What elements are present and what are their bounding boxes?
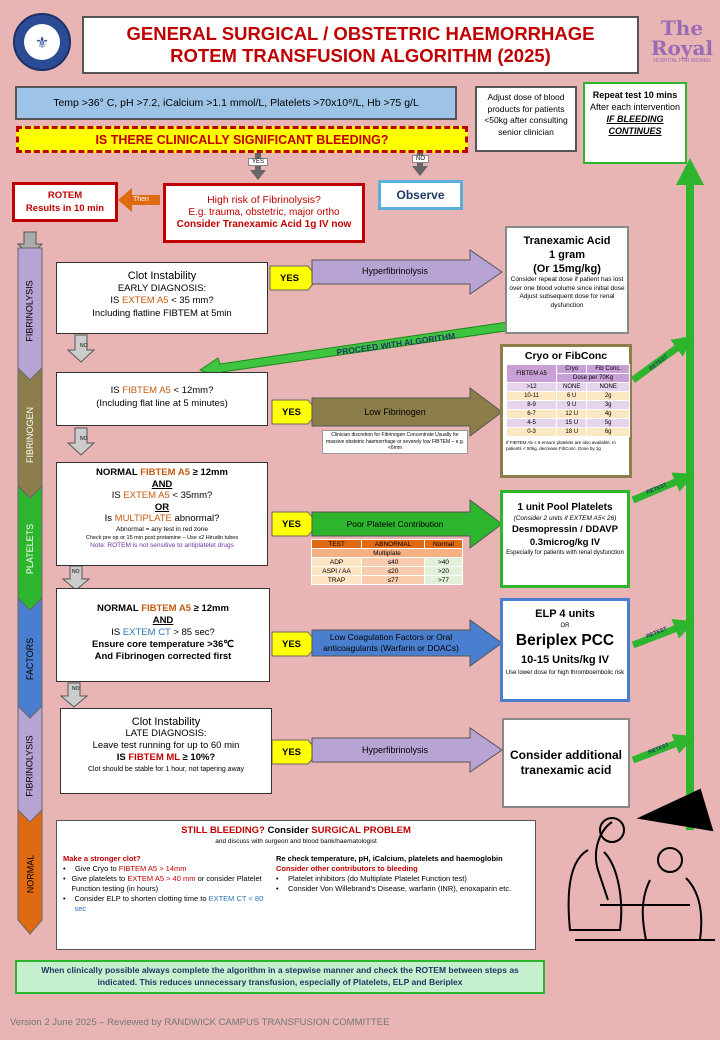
step1-box: Clot Instability EARLY DIAGNOSIS: IS EXT… bbox=[56, 262, 268, 334]
targets-text: Temp >36° C, pH >7.2, iCalcium >1.1 mmol… bbox=[53, 97, 419, 109]
dx-low-factors: Low Coagulation Factors or Oral anticoag… bbox=[323, 632, 459, 653]
retest-main-arrow bbox=[676, 158, 704, 830]
additional-txa-box: Consider additional tranexamic acid bbox=[502, 718, 630, 808]
retest-arrow-3 bbox=[631, 618, 695, 649]
yes-1: YES bbox=[280, 273, 300, 284]
dx-poor-platelet: Poor Platelet Contribution bbox=[346, 519, 444, 529]
step3-box: NORMAL FIBTEM A5 ≥ 12mm AND IS EXTEM A5 … bbox=[56, 462, 268, 566]
yes-label-top: YES bbox=[248, 158, 269, 166]
proceed-arrow bbox=[198, 321, 513, 381]
side-label-2: FIBRINOGEN bbox=[25, 406, 36, 463]
yes-4: YES bbox=[282, 639, 302, 650]
no-3: NO bbox=[72, 569, 80, 575]
yes-3: YES bbox=[282, 519, 302, 530]
dx-arrow-3 bbox=[311, 499, 503, 549]
tranexamic-box: Tranexamic Acid 1 gram (Or 15mg/kg) Cons… bbox=[505, 226, 629, 334]
retest-arrow-1 bbox=[630, 335, 694, 383]
retest-arrow-4 bbox=[631, 733, 695, 764]
royal-logo: The Royal HOSPITAL FOR WOMEN bbox=[650, 16, 714, 64]
hospital-seal-logo: ⚜ bbox=[13, 13, 71, 71]
footer-note: When clinically possible always complete… bbox=[15, 960, 545, 994]
yes-2: YES bbox=[282, 407, 302, 418]
dx-low-fibrinogen: Low Fibrinogen bbox=[364, 407, 426, 417]
title-box: GENERAL SURGICAL / OBSTETRIC HAEMORRHAGE… bbox=[82, 16, 639, 74]
side-normal bbox=[17, 808, 43, 935]
repeat-test-box: Repeat test 10 mins After each intervent… bbox=[583, 82, 687, 164]
adjust-dose-box: Adjust dose of blood products for patien… bbox=[475, 86, 577, 152]
step4-box: NORMAL FIBTEM A5 ≥ 12mm AND IS EXTEM CT … bbox=[56, 588, 270, 682]
then-label: Then bbox=[133, 196, 149, 203]
rotem-box: ROTEM Results in 10 min bbox=[12, 182, 118, 222]
elp-box: ELP 4 units OR Beriplex PCC 10-15 Units/… bbox=[500, 598, 630, 702]
dx-hyperfibrinolysis-2: Hyperfibrinolysis bbox=[361, 745, 429, 755]
no-2: NO bbox=[80, 436, 88, 442]
side-label-5: FIBRINOLYSIS bbox=[25, 735, 36, 797]
targets-box: Temp >36° C, pH >7.2, iCalcium >1.1 mmol… bbox=[15, 86, 457, 120]
dx-arrow-1 bbox=[311, 249, 503, 295]
svg-text:⚜: ⚜ bbox=[35, 33, 49, 52]
dx-hyperfibrinolysis: Hyperfibrinolysis bbox=[361, 266, 429, 276]
step5-box: Clot Instability LATE DIAGNOSIS: Leave t… bbox=[60, 708, 272, 794]
title-line1: GENERAL SURGICAL / OBSTETRIC HAEMORRHAGE bbox=[126, 23, 595, 44]
observe-box: Observe bbox=[378, 180, 463, 210]
side-label-4: FACTORS bbox=[25, 637, 35, 681]
dx-arrow-5 bbox=[311, 727, 503, 773]
retest-arrow-2 bbox=[631, 472, 695, 504]
title-line2: ROTEM TRANSFUSION ALGORITHM (2025) bbox=[170, 45, 551, 66]
side-label-3: PLATELETS bbox=[25, 523, 36, 575]
bleeding-question: IS THERE CLINICALLY SIGNIFICANT BLEEDING… bbox=[16, 126, 468, 153]
no-4: NO bbox=[72, 686, 80, 692]
no-label-top: NO bbox=[412, 155, 429, 163]
surgeon-illustration bbox=[567, 788, 715, 941]
platelets-box: 1 unit Pool Platelets (Consider 2 units … bbox=[500, 490, 630, 588]
fibrinolysis-risk-box: High risk of Fibrinolysis? E.g. trauma, … bbox=[163, 183, 365, 243]
yes-5: YES bbox=[282, 747, 302, 758]
version-text: Version 2 June 2025 – Reviewed by RANDWI… bbox=[10, 1017, 390, 1028]
fibrinogen-note: Clinician discretion for Fibrinogen Conc… bbox=[322, 430, 468, 454]
side-label-1: FIBRINOLYSIS bbox=[25, 279, 36, 342]
dx-arrow-4 bbox=[311, 619, 503, 667]
then-arrow bbox=[118, 188, 160, 212]
step2-box: IS FIBTEM A5 < 12mm? (Including flat lin… bbox=[56, 372, 268, 426]
no-1: NO bbox=[80, 343, 88, 349]
dx-arrow-2 bbox=[311, 387, 503, 437]
still-bleeding-box: STILL BLEEDING? Consider SURGICAL PROBLE… bbox=[56, 820, 536, 950]
side-label-6: NORMAL bbox=[25, 854, 36, 894]
